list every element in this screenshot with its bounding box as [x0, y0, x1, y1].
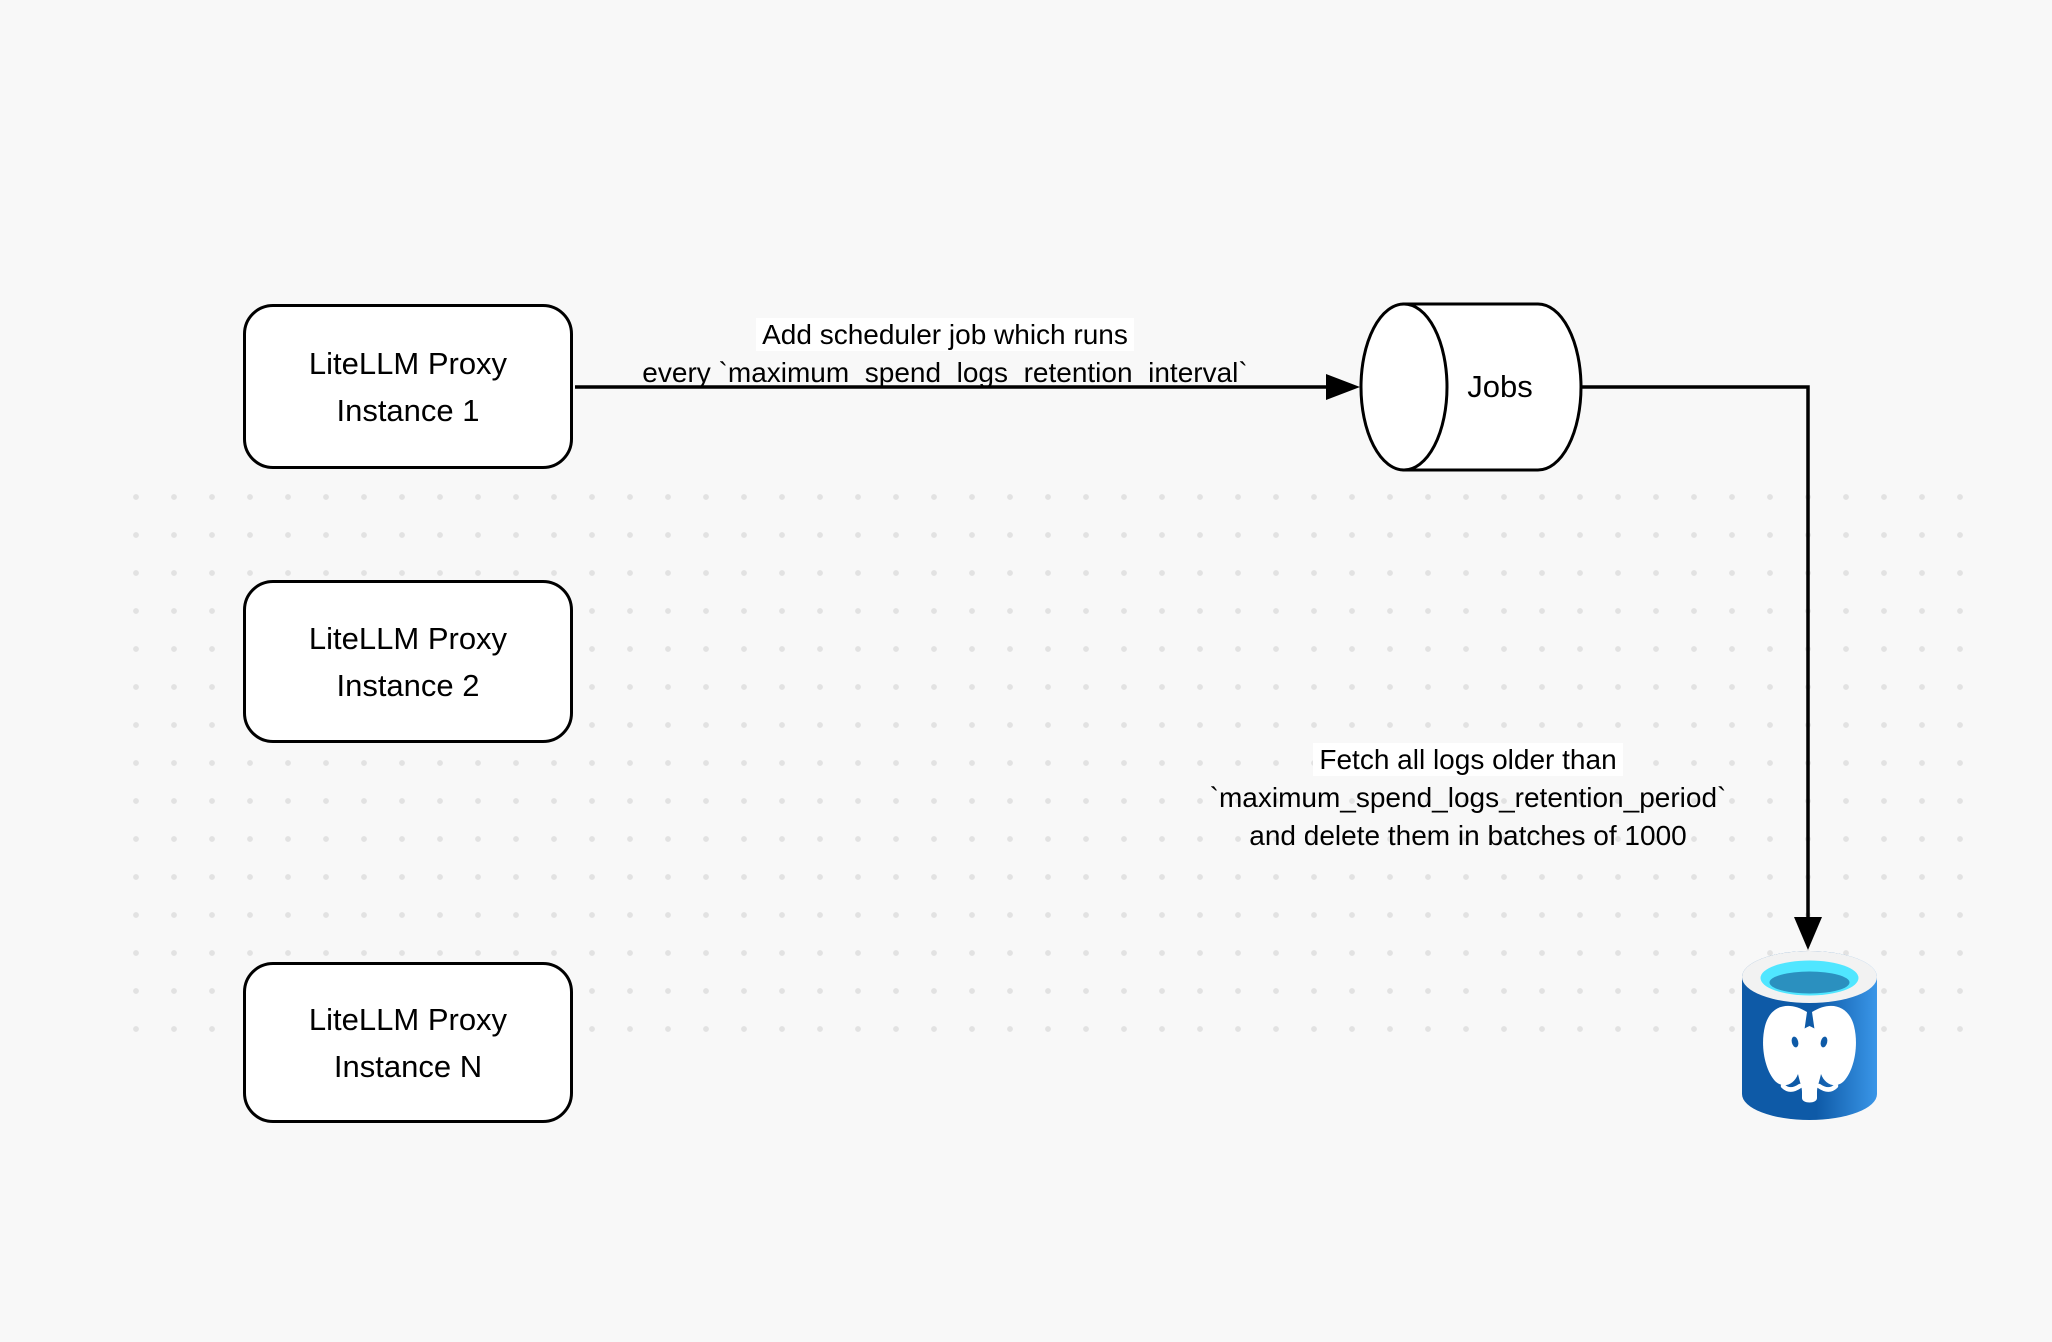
edge-label-line: `maximum_spend_logs_retention_period` — [1209, 782, 1727, 813]
edge-label-line: Fetch all logs older than — [1140, 741, 1796, 779]
postgresql-database-icon — [1742, 951, 1877, 1120]
node-litellm-proxy-instance-1: LiteLLM Proxy Instance 1 — [243, 304, 573, 469]
edge-label-line: every `maximum_spend_logs_retention_inte… — [642, 357, 1248, 388]
node-litellm-proxy-instance-n: LiteLLM Proxy Instance N — [243, 962, 573, 1123]
node-label-line: Instance 1 — [336, 392, 480, 428]
jobs-cylinder-face — [1359, 302, 1449, 472]
edge-label-fetch-delete: Fetch all logs older than `maximum_spend… — [1140, 741, 1796, 855]
pg-elephant — [1763, 1005, 1856, 1103]
arrow-proxy1-to-jobs — [575, 374, 1360, 400]
jobs-queue-cylinder — [1359, 302, 1583, 472]
node-litellm-proxy-instance-2: LiteLLM Proxy Instance 2 — [243, 580, 573, 743]
edge-label-scheduler: Add scheduler job which runs every `maxi… — [595, 316, 1295, 392]
arrow-jobs-to-postgres — [1581, 385, 1822, 950]
dot-grid-background — [117, 478, 1979, 1048]
node-label-line: LiteLLM Proxy — [308, 345, 508, 381]
node-label-line: LiteLLM Proxy — [308, 1001, 508, 1037]
edge-label-line: Add scheduler job which runs — [595, 316, 1295, 354]
node-label-line: Instance 2 — [336, 667, 480, 703]
jobs-queue-label: Jobs — [1467, 369, 1533, 404]
jobs-cylinder-body — [1402, 302, 1583, 472]
node-label-line: Instance N — [333, 1048, 483, 1084]
node-label-line: LiteLLM Proxy — [308, 620, 508, 656]
pg-opening-depth — [1769, 971, 1850, 994]
edge-label-line: and delete them in batches of 1000 — [1249, 820, 1687, 851]
